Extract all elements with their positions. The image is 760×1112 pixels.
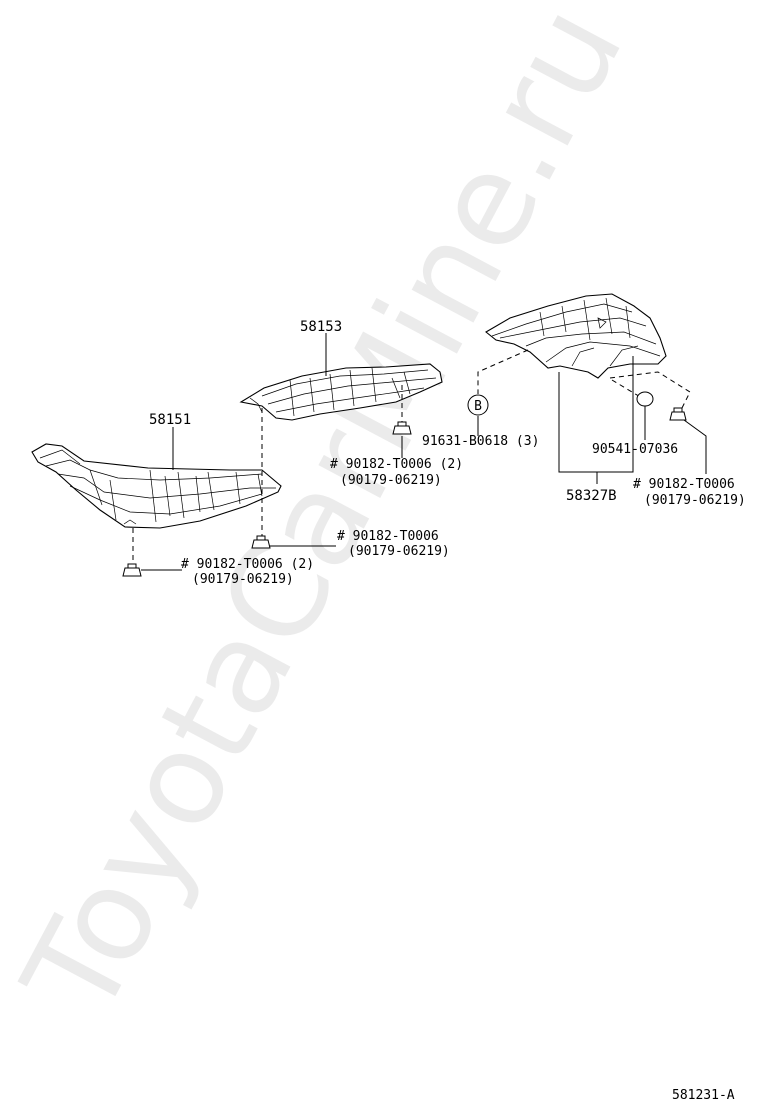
callout-fastener-1-alt: (90179-06219) — [192, 572, 294, 587]
callout-fastener-2: # 90182-T0006 — [337, 529, 439, 544]
callout-grommet: 90541-07036 — [592, 442, 678, 457]
heat-insulator-58151 — [31, 443, 282, 529]
callout-fastener-3: # 90182-T0006 (2) — [330, 457, 463, 472]
clip-icon — [669, 407, 687, 421]
grommet-icon — [636, 391, 654, 407]
clip-icon — [122, 563, 142, 577]
watermark: ToyotaCarMine.ru — [0, 0, 652, 1040]
part-label-58151: 58151 — [149, 412, 191, 428]
callout-fastener-1: # 90182-T0006 (2) — [181, 557, 314, 572]
reference-marker-b: B — [467, 394, 489, 416]
heat-insulator-58153 — [239, 363, 443, 421]
clip-icon — [251, 535, 271, 549]
callout-fastener-4: # 90182-T0006 — [633, 477, 735, 492]
heat-insulator-58327B — [485, 293, 667, 379]
part-label-58327B: 58327B — [566, 488, 617, 504]
callout-fastener-4-alt: (90179-06219) — [644, 493, 746, 508]
svg-text:B: B — [474, 399, 482, 414]
callout-fastener-3-alt: (90179-06219) — [340, 473, 442, 488]
callout-fastener-2-alt: (90179-06219) — [348, 544, 450, 559]
part-label-58153: 58153 — [300, 319, 342, 335]
diagram-code: 581231-A — [672, 1088, 735, 1103]
callout-bolt: 91631-B0618 (3) — [422, 434, 539, 449]
clip-icon — [392, 421, 412, 435]
